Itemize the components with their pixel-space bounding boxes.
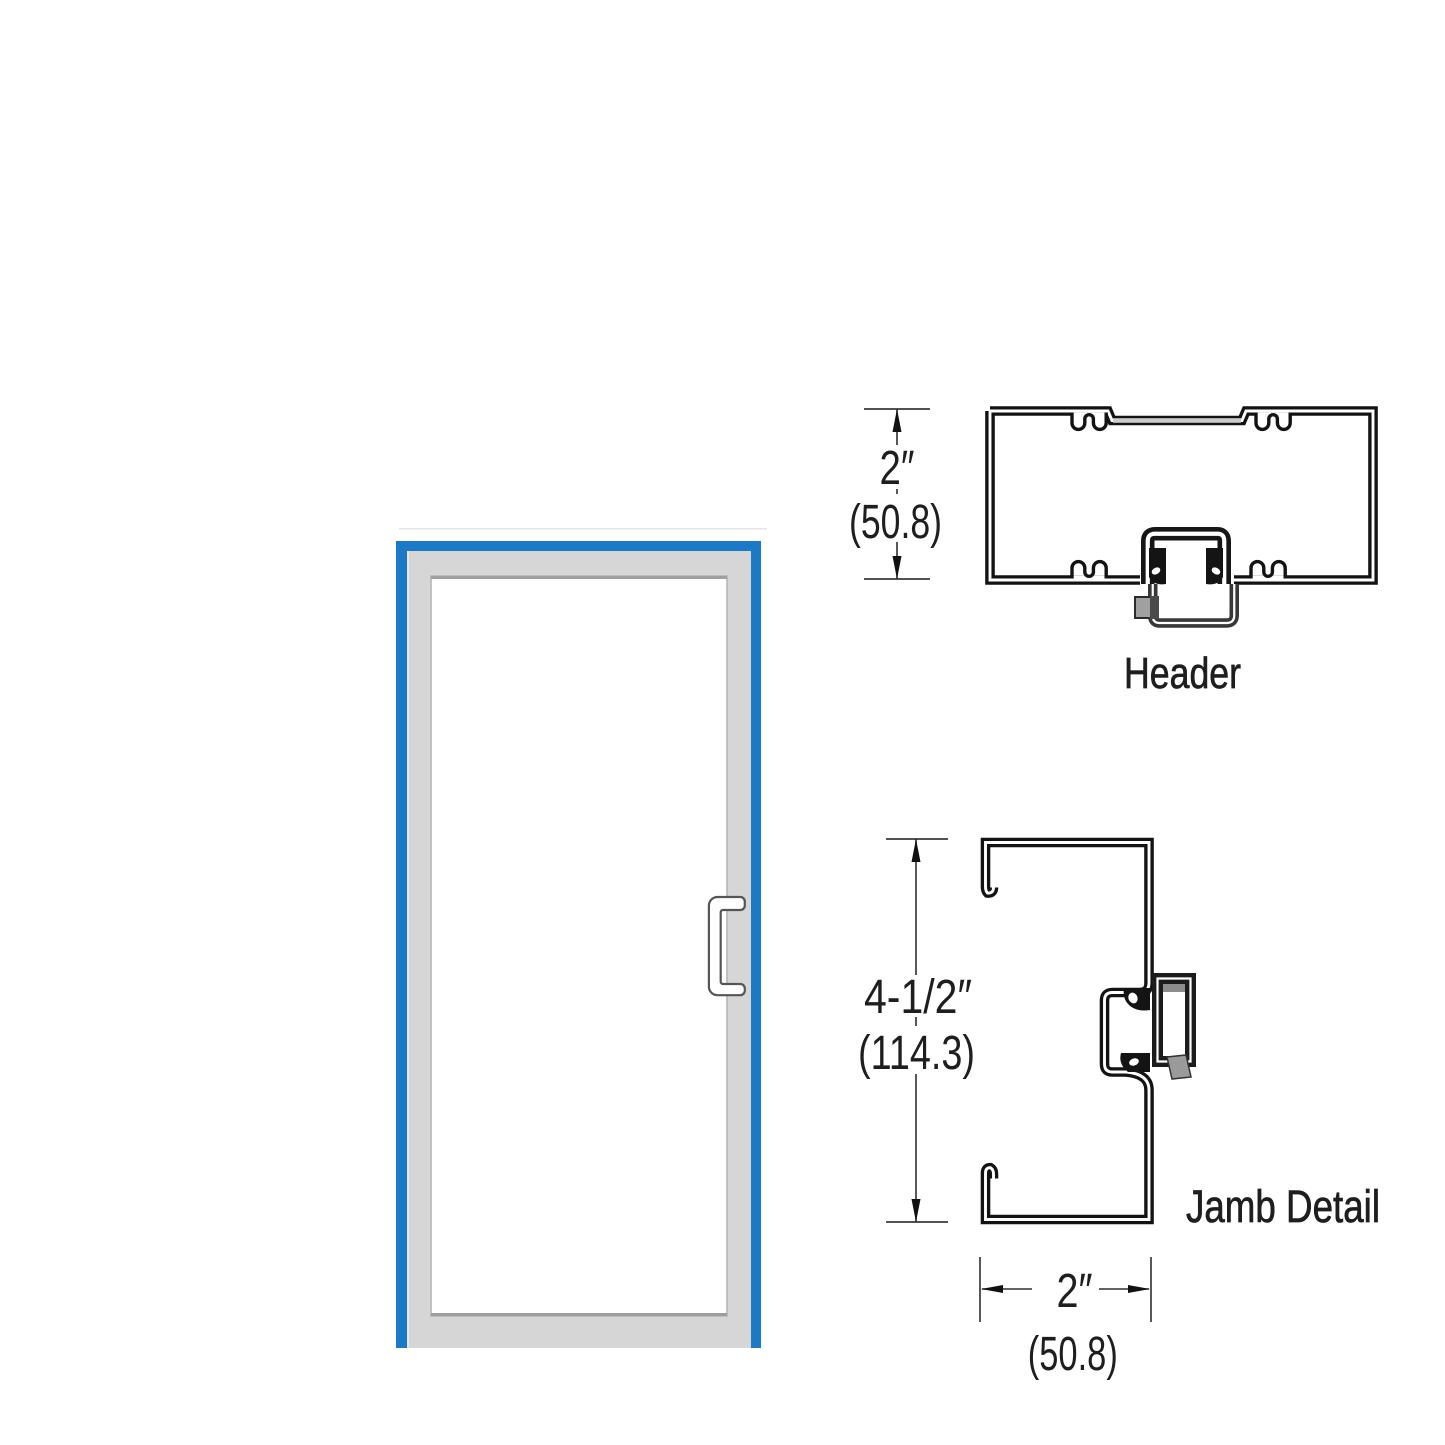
- svg-text:Header: Header: [1124, 649, 1241, 698]
- svg-text:(50.8): (50.8): [849, 496, 942, 549]
- svg-text:2″: 2″: [880, 442, 915, 495]
- svg-text:(114.3): (114.3): [858, 1027, 975, 1080]
- svg-text:Jamb Detail: Jamb Detail: [1186, 1181, 1380, 1232]
- svg-text:4-1/2″: 4-1/2″: [864, 971, 972, 1024]
- svg-text:(50.8): (50.8): [1028, 1328, 1118, 1381]
- svg-text:2″: 2″: [1057, 1265, 1093, 1318]
